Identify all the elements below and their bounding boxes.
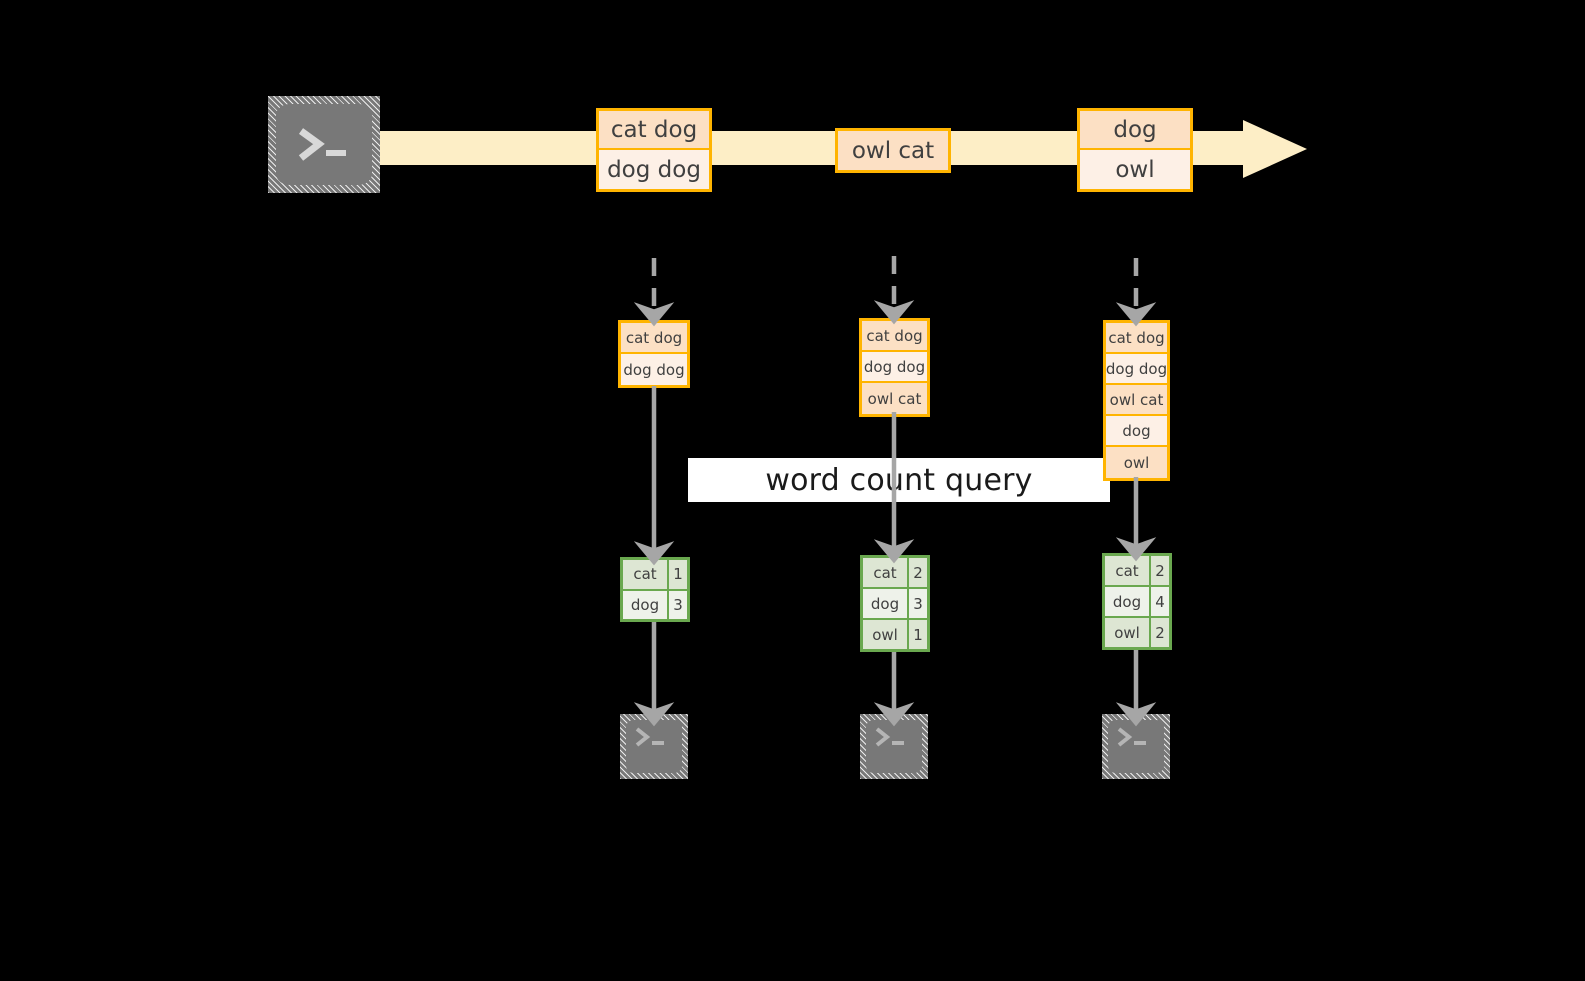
result-count: 2 bbox=[909, 558, 927, 587]
stream-record-group-2[interactable]: owl cat bbox=[835, 128, 951, 173]
table-row: cat 2 bbox=[863, 558, 927, 589]
sink-terminal-3[interactable] bbox=[1102, 714, 1170, 779]
query-label: word count query bbox=[765, 462, 1033, 498]
stream-record: dog dog bbox=[599, 150, 709, 189]
table-row: dog 3 bbox=[863, 589, 927, 620]
result-word: cat bbox=[1105, 556, 1151, 585]
result-word: owl bbox=[1105, 618, 1151, 647]
result-word: dog bbox=[863, 589, 909, 618]
snapshot-record: dog bbox=[1106, 416, 1167, 447]
result-count: 4 bbox=[1151, 587, 1169, 616]
result-count: 2 bbox=[1151, 556, 1169, 585]
table-row: dog 4 bbox=[1105, 587, 1169, 618]
snapshot-record: dog dog bbox=[621, 354, 687, 385]
result-count: 1 bbox=[909, 620, 927, 649]
snapshot-3-records[interactable]: cat dog dog dog owl cat dog owl bbox=[1103, 320, 1170, 481]
stream-record: dog bbox=[1080, 111, 1190, 150]
terminal-prompt-icon bbox=[1102, 714, 1184, 791]
snapshot-record: dog dog bbox=[1106, 354, 1167, 385]
snapshot-record: cat dog bbox=[621, 323, 687, 354]
result-word: dog bbox=[623, 590, 669, 619]
sink-terminal-1[interactable] bbox=[620, 714, 688, 779]
snapshot-1-records[interactable]: cat dog dog dog bbox=[618, 320, 690, 388]
table-row: cat 1 bbox=[623, 560, 687, 591]
source-terminal[interactable] bbox=[268, 96, 380, 193]
table-row: owl 1 bbox=[863, 620, 927, 649]
result-word: dog bbox=[1105, 587, 1151, 616]
snapshot-2-records[interactable]: cat dog dog dog owl cat bbox=[859, 318, 930, 417]
snapshot-record: cat dog bbox=[1106, 323, 1167, 354]
query-band: word count query bbox=[688, 458, 1110, 502]
snapshot-record: cat dog bbox=[862, 321, 927, 352]
snapshot-record: dog dog bbox=[862, 352, 927, 383]
result-count: 3 bbox=[669, 590, 687, 619]
snapshot-1-result-table[interactable]: cat 1 dog 3 bbox=[620, 557, 690, 622]
sink-terminal-2[interactable] bbox=[860, 714, 928, 779]
table-row: owl 2 bbox=[1105, 618, 1169, 647]
terminal-prompt-icon bbox=[860, 714, 942, 791]
snapshot-3-result-table[interactable]: cat 2 dog 4 owl 2 bbox=[1102, 553, 1172, 650]
result-count: 2 bbox=[1151, 618, 1169, 647]
table-row: dog 3 bbox=[623, 590, 687, 619]
table-row: cat 2 bbox=[1105, 556, 1169, 587]
terminal-prompt-icon bbox=[268, 96, 380, 193]
snapshot-record: owl cat bbox=[862, 383, 927, 414]
stream-record-group-1[interactable]: cat dog dog dog bbox=[596, 108, 712, 192]
result-word: cat bbox=[863, 558, 909, 587]
result-word: cat bbox=[623, 560, 669, 589]
stream-record: cat dog bbox=[599, 111, 709, 150]
snapshot-2-result-table[interactable]: cat 2 dog 3 owl 1 bbox=[860, 555, 930, 652]
snapshot-record: owl cat bbox=[1106, 385, 1167, 416]
result-count: 1 bbox=[669, 560, 687, 589]
stream-record: owl cat bbox=[838, 131, 948, 170]
stream-record: owl bbox=[1080, 150, 1190, 189]
result-count: 3 bbox=[909, 589, 927, 618]
stream-record-group-3[interactable]: dog owl bbox=[1077, 108, 1193, 192]
terminal-prompt-icon bbox=[620, 714, 702, 791]
result-word: owl bbox=[863, 620, 909, 649]
snapshot-record: owl bbox=[1106, 447, 1167, 478]
